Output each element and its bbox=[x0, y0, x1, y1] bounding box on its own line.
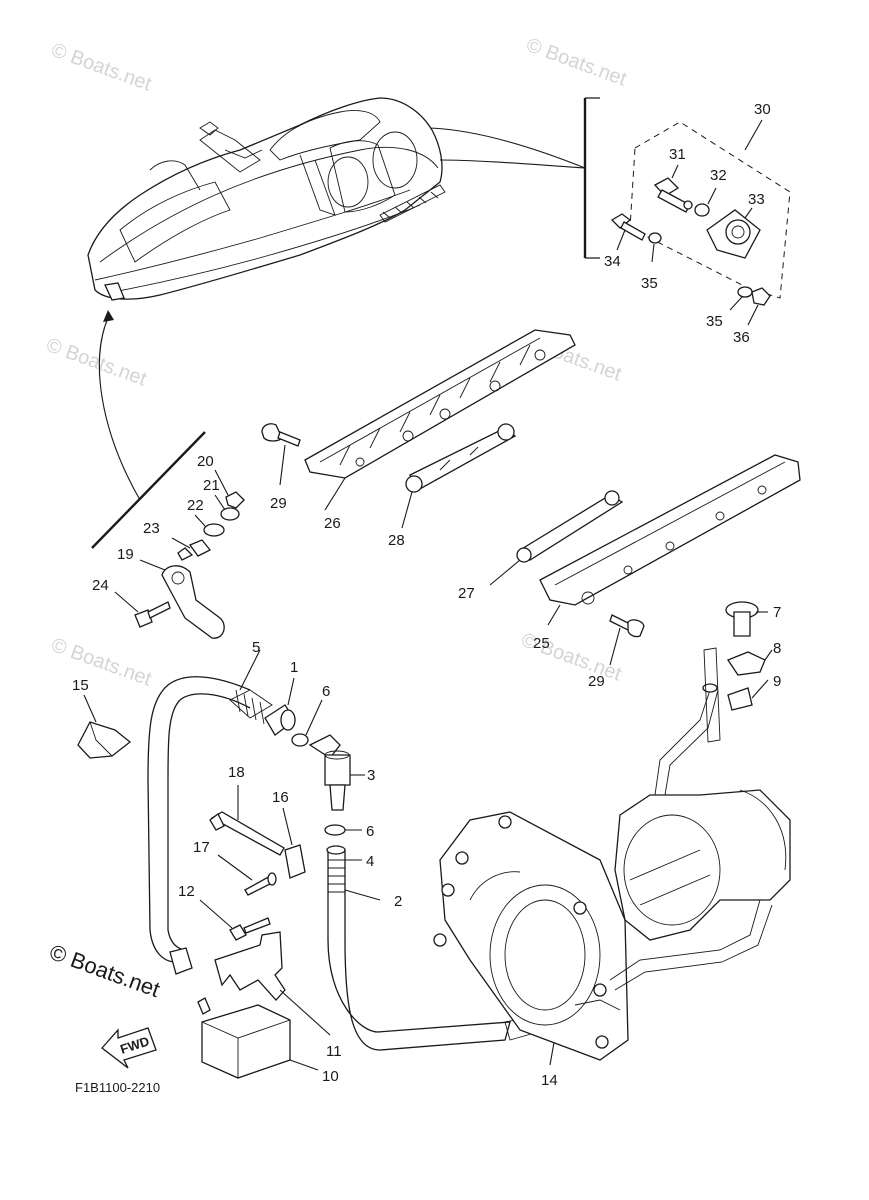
nut-36 bbox=[751, 287, 771, 306]
leader-line bbox=[429, 127, 586, 169]
callout-24: 24 bbox=[92, 577, 109, 594]
clamp-6 bbox=[324, 824, 346, 836]
callout-20: 20 bbox=[197, 453, 214, 470]
watermark: © Boats.net bbox=[523, 34, 629, 91]
callout-4: 4 bbox=[366, 853, 374, 870]
bracket-11 bbox=[214, 931, 286, 1001]
callout-17: 17 bbox=[193, 839, 210, 856]
callouts: 1 2 3 4 5 6 6 7 8 9 10 11 12 14 15 16 17… bbox=[72, 101, 781, 1089]
plug-7 bbox=[725, 601, 759, 637]
washer-21 bbox=[220, 507, 240, 521]
rivet-17 bbox=[244, 872, 277, 896]
callout-9: 9 bbox=[773, 673, 781, 690]
housing-33 bbox=[706, 209, 761, 259]
clamp-6 bbox=[291, 733, 309, 747]
bracket-19 bbox=[161, 565, 225, 639]
callout-19: 19 bbox=[117, 546, 134, 563]
bracket-25 bbox=[539, 454, 801, 606]
callout-35: 35 bbox=[641, 275, 658, 292]
callout-34: 34 bbox=[604, 253, 621, 270]
callout-22: 22 bbox=[187, 497, 204, 514]
callout-5: 5 bbox=[252, 639, 260, 656]
callout-16: 16 bbox=[272, 789, 289, 806]
callout-12: 12 bbox=[178, 883, 195, 900]
copyright-mark: © Boats.net bbox=[46, 939, 163, 1002]
bolt-34 bbox=[610, 213, 646, 241]
o-ring-32 bbox=[694, 203, 710, 217]
callout-7: 7 bbox=[773, 604, 781, 621]
callout-3: 3 bbox=[367, 767, 375, 784]
watermark: © Boats.net bbox=[48, 39, 154, 96]
callout-30: 30 bbox=[754, 101, 771, 118]
callout-35: 35 bbox=[706, 313, 723, 330]
callout-10: 10 bbox=[322, 1068, 339, 1085]
callout-32: 32 bbox=[710, 167, 727, 184]
bolt-29 bbox=[261, 423, 301, 447]
callout-21: 21 bbox=[203, 477, 220, 494]
connector-1 bbox=[264, 704, 296, 736]
callout-1: 1 bbox=[290, 659, 298, 676]
callout-29: 29 bbox=[588, 673, 605, 690]
nut-20 bbox=[225, 491, 245, 509]
washer-22 bbox=[203, 523, 225, 537]
callout-2: 2 bbox=[394, 893, 402, 910]
bolt-29 bbox=[609, 614, 645, 638]
callout-6: 6 bbox=[366, 823, 374, 840]
clip-15 bbox=[77, 721, 132, 759]
callout-14: 14 bbox=[541, 1072, 558, 1089]
cable-tie-18 bbox=[209, 811, 285, 856]
callout-29: 29 bbox=[270, 495, 287, 512]
callout-31: 31 bbox=[669, 146, 686, 163]
assembly-box-30 bbox=[629, 121, 791, 299]
washer-35 bbox=[737, 286, 753, 298]
callout-18: 18 bbox=[228, 764, 245, 781]
callout-36: 36 bbox=[733, 329, 750, 346]
bracket-26 bbox=[304, 329, 576, 479]
callout-25: 25 bbox=[533, 635, 550, 652]
diagram-code: F1B1100-2210 bbox=[75, 1080, 160, 1095]
hose-5 bbox=[147, 676, 273, 975]
bar-27 bbox=[516, 490, 624, 563]
bolt-23 bbox=[177, 539, 212, 561]
leader-line bbox=[439, 159, 586, 169]
watermark: © Boats.net bbox=[48, 634, 154, 691]
box-10 bbox=[197, 997, 291, 1079]
pump-housing bbox=[433, 811, 629, 1061]
watermark: © Boats.net bbox=[43, 334, 149, 391]
screw-12 bbox=[229, 917, 271, 941]
drain-plug-31 bbox=[653, 177, 693, 213]
fwd-arrow-icon: FWD bbox=[101, 1027, 157, 1069]
bar-28 bbox=[405, 423, 517, 493]
callout-23: 23 bbox=[143, 520, 160, 537]
washer-35 bbox=[648, 232, 662, 244]
valve-3 bbox=[308, 734, 351, 811]
callout-33: 33 bbox=[748, 191, 765, 208]
callout-15: 15 bbox=[72, 677, 89, 694]
callout-11: 11 bbox=[326, 1043, 342, 1060]
bolt-24 bbox=[134, 601, 171, 628]
callout-27: 27 bbox=[458, 585, 475, 602]
nozzle-housing bbox=[614, 683, 791, 941]
callout-26: 26 bbox=[324, 515, 341, 532]
nut-8 bbox=[727, 651, 766, 676]
callout-28: 28 bbox=[388, 532, 405, 549]
holder-16 bbox=[284, 844, 306, 879]
callout-8: 8 bbox=[773, 640, 781, 657]
callout-6: 6 bbox=[322, 683, 330, 700]
watercraft-hull bbox=[87, 97, 446, 301]
clamp-9 bbox=[727, 687, 753, 711]
